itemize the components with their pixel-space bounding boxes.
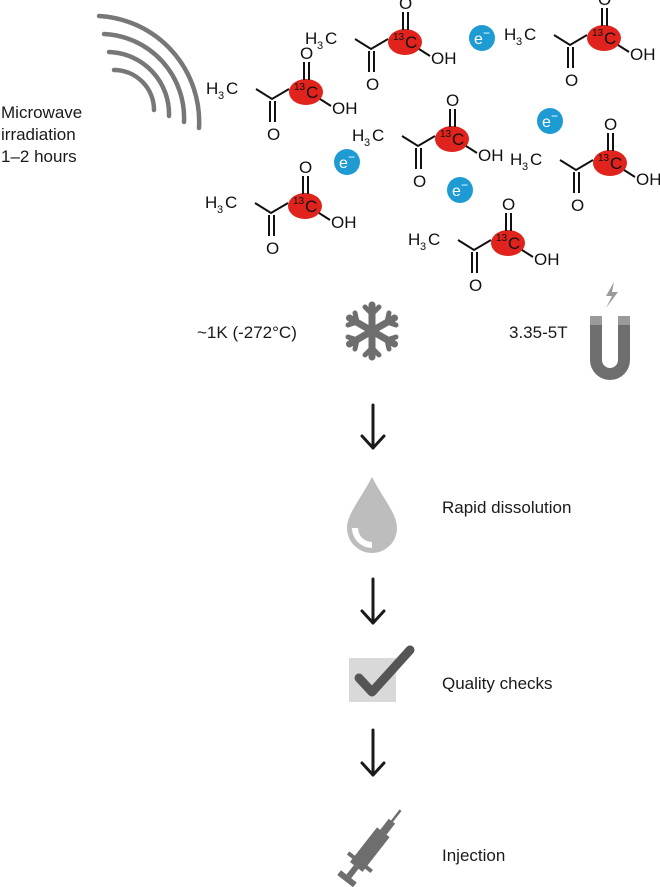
checkmark-icon <box>349 645 415 702</box>
temperature-label: ~1K (-272°C) <box>197 323 297 342</box>
molecule-6 <box>204 157 358 259</box>
molecule-7 <box>407 194 561 296</box>
electron-3 <box>334 149 360 175</box>
syringe-icon <box>337 809 402 887</box>
electron-2 <box>537 108 563 134</box>
microwave-waves-icon <box>96 13 202 131</box>
microwave-label-line-1: Microwave <box>1 103 83 122</box>
microwave-label-line-2: irradiation <box>1 125 76 144</box>
step-label-injection: Injection <box>442 846 506 865</box>
electron-4 <box>447 177 473 203</box>
arrow-down-2 <box>360 577 386 625</box>
molecule-1 <box>304 0 458 95</box>
lightning-icon <box>606 282 618 308</box>
arrow-down-3 <box>360 728 386 777</box>
field-strength-label: 3.35-5T <box>509 323 568 342</box>
magnet-icon <box>590 282 630 380</box>
molecule-5 <box>509 114 660 216</box>
microwave-label: Microwave irradiation 1–2 hours <box>1 102 82 168</box>
step-label-quality-checks: Quality checks <box>442 674 553 693</box>
molecule-3 <box>205 43 359 145</box>
electron-1 <box>469 25 495 51</box>
microwave-label-line-3: 1–2 hours <box>1 147 77 166</box>
molecule-2 <box>503 0 657 91</box>
step-label-rapid-dissolution: Rapid dissolution <box>442 498 572 517</box>
molecule-4 <box>351 90 505 192</box>
snowflake-icon <box>345 301 399 361</box>
arrow-down-1 <box>360 403 386 450</box>
droplet-icon <box>347 477 397 553</box>
